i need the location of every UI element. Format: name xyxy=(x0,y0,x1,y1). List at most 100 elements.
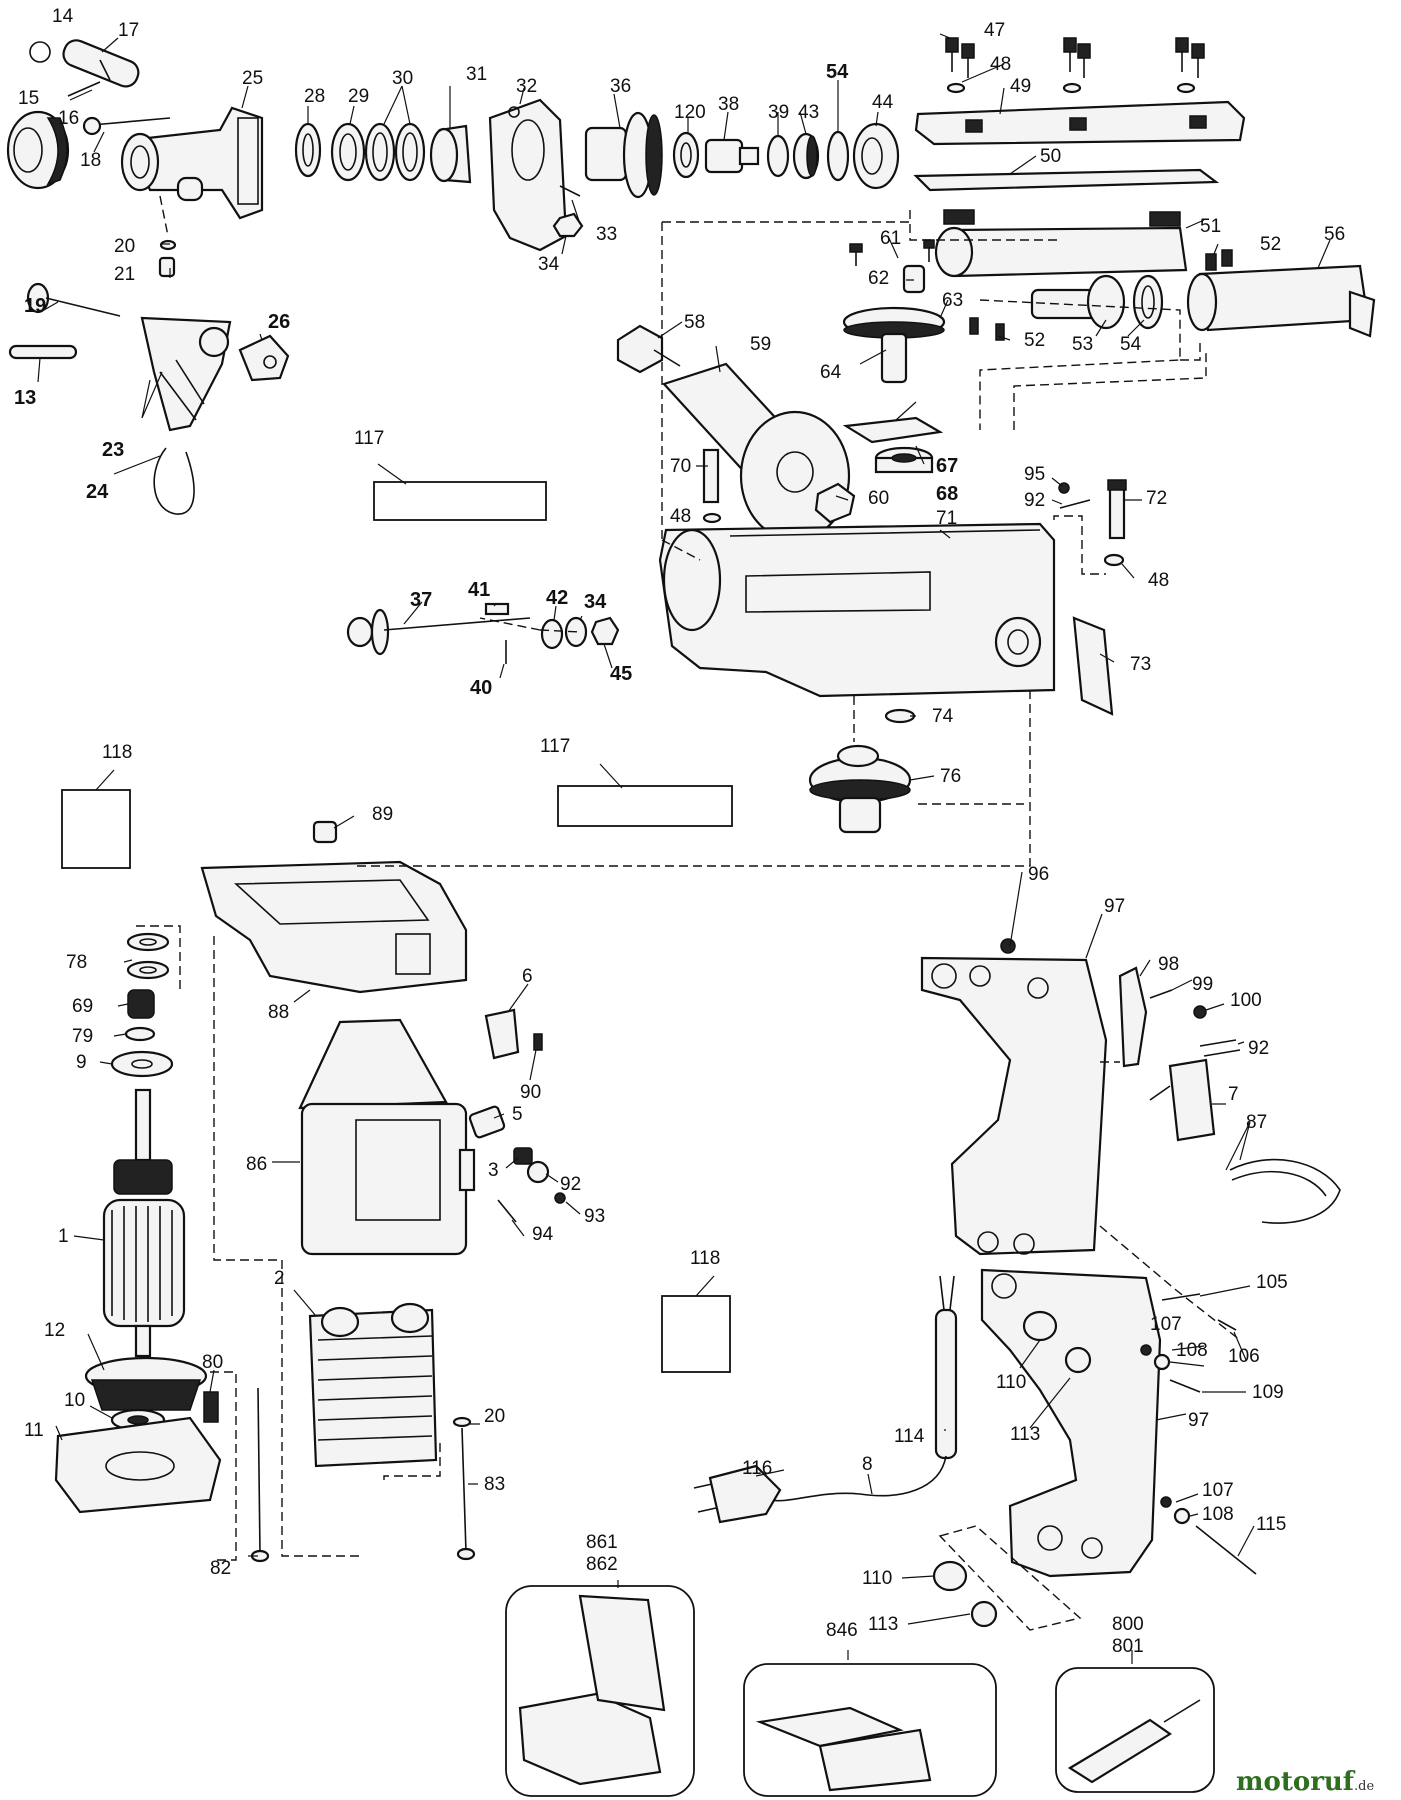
part-88-motor-housing-top xyxy=(200,860,468,994)
callout-116: 116 xyxy=(742,1458,772,1479)
callout-87: 87 xyxy=(1246,1112,1267,1133)
part-113-screw-2 xyxy=(970,1600,998,1628)
placeholder-box-118-right xyxy=(661,1295,731,1373)
label-kit-846: 846 xyxy=(826,1620,858,1641)
callout-96: 96 xyxy=(1028,864,1049,885)
part-20-washer-2 xyxy=(452,1416,472,1428)
label-kit-800: 800 xyxy=(1112,1614,1144,1635)
callout-114: 114 xyxy=(894,1426,925,1447)
callout-11: 11 xyxy=(24,1420,44,1441)
callout-42: 42 xyxy=(546,587,568,609)
part-106-screw xyxy=(1217,1319,1237,1331)
part-36-gear-sleeve xyxy=(584,111,663,199)
part-92-clips xyxy=(1199,1039,1241,1057)
part-82-screw xyxy=(250,1387,270,1563)
part-25-barrel xyxy=(120,106,264,220)
callout-45: 45 xyxy=(610,663,632,685)
part-42-ring xyxy=(540,618,564,650)
part-3-spring xyxy=(513,1147,533,1165)
part-23-spring-clip xyxy=(140,316,232,432)
callout-48b: 48 xyxy=(670,506,691,527)
part-83-screw xyxy=(456,1427,476,1561)
callout-72: 72 xyxy=(1146,488,1167,509)
part-37-shaft xyxy=(346,608,531,656)
part-108-nut xyxy=(1153,1353,1171,1371)
callout-18: 18 xyxy=(80,150,101,171)
placeholder-box-118-left xyxy=(61,789,131,869)
callout-19: 19 xyxy=(24,295,46,317)
callout-34: 34 xyxy=(538,254,560,275)
part-116-plug xyxy=(693,1464,782,1524)
callout-69: 69 xyxy=(72,996,93,1017)
placeholder-box-117-upper xyxy=(373,481,547,521)
callout-97b: 97 xyxy=(1188,1410,1209,1431)
part-14-ring xyxy=(29,41,51,63)
part-70-screw xyxy=(702,448,720,504)
part-80-brush xyxy=(203,1391,219,1423)
callout-48c: 48 xyxy=(1148,570,1169,591)
callout-68: 68 xyxy=(936,483,958,505)
part-31-bushing xyxy=(429,124,472,184)
callout-115: 115 xyxy=(1256,1514,1286,1535)
label-118-right: 118 xyxy=(690,1248,720,1269)
alignment-lines xyxy=(136,195,1241,1631)
callout-92: 92 xyxy=(1024,490,1045,511)
callout-7: 7 xyxy=(1228,1084,1239,1105)
part-109-screw xyxy=(1169,1379,1201,1393)
label-118-left: 118 xyxy=(102,742,132,763)
callout-58: 58 xyxy=(684,312,705,333)
part-64-gear xyxy=(842,306,946,384)
callout-26: 26 xyxy=(268,311,290,333)
part-92-terminal xyxy=(526,1160,550,1184)
callout-48: 48 xyxy=(990,54,1011,75)
part-6-cover xyxy=(484,1008,520,1060)
part-105-clip xyxy=(1161,1293,1201,1301)
part-110-bushing xyxy=(1022,1310,1058,1342)
callout-100: 100 xyxy=(1230,990,1262,1011)
part-43-nut xyxy=(792,132,820,180)
callout-62: 62 xyxy=(868,268,889,289)
part-56-tube xyxy=(1186,264,1376,338)
callout-113b: 113 xyxy=(868,1614,898,1635)
part-12-fan xyxy=(84,1356,208,1411)
toolbox-kit xyxy=(743,1663,997,1797)
part-53-piston xyxy=(1030,274,1126,330)
part-72-screw xyxy=(1107,479,1127,540)
callout-108: 108 xyxy=(1176,1340,1208,1361)
callout-5: 5 xyxy=(512,1104,523,1125)
part-74-washer xyxy=(884,708,916,724)
callout-1: 1 xyxy=(58,1226,69,1247)
callout-73: 73 xyxy=(1130,654,1151,675)
callout-94: 94 xyxy=(532,1224,554,1245)
part-68-bushing xyxy=(874,446,934,474)
part-16-key xyxy=(67,81,101,97)
callout-52: 52 xyxy=(1260,234,1281,255)
part-114-cord-protector xyxy=(934,1275,958,1460)
part-86-field-housing xyxy=(298,1018,476,1256)
callout-21: 21 xyxy=(114,264,135,285)
label-kit-862: 862 xyxy=(586,1554,618,1575)
part-107-washer-2 xyxy=(1160,1496,1172,1508)
part-26-cap xyxy=(238,334,290,382)
part-73-label-plate xyxy=(1072,616,1114,716)
callout-59: 59 xyxy=(750,334,771,355)
part-98-trigger xyxy=(1118,966,1148,1068)
callout-98: 98 xyxy=(1158,954,1179,975)
part-76-gear xyxy=(808,744,912,834)
part-13-pin xyxy=(8,344,78,360)
callout-60: 60 xyxy=(868,488,889,509)
callout-41: 41 xyxy=(468,579,490,601)
callout-25: 25 xyxy=(242,68,263,89)
callout-90: 90 xyxy=(520,1082,541,1103)
part-51-cylinder xyxy=(934,209,1188,278)
callout-39: 39 xyxy=(768,102,789,123)
part-110-bushing-2 xyxy=(932,1560,968,1592)
part-97-handle-half-lower xyxy=(980,1268,1162,1578)
part-120-ring xyxy=(672,131,700,179)
part-20-washer xyxy=(159,239,177,251)
part-69-bearing xyxy=(127,989,155,1019)
callout-24: 24 xyxy=(86,481,109,503)
part-18-screw xyxy=(82,116,171,136)
callout-38: 38 xyxy=(718,94,739,115)
callout-13: 13 xyxy=(14,387,36,409)
